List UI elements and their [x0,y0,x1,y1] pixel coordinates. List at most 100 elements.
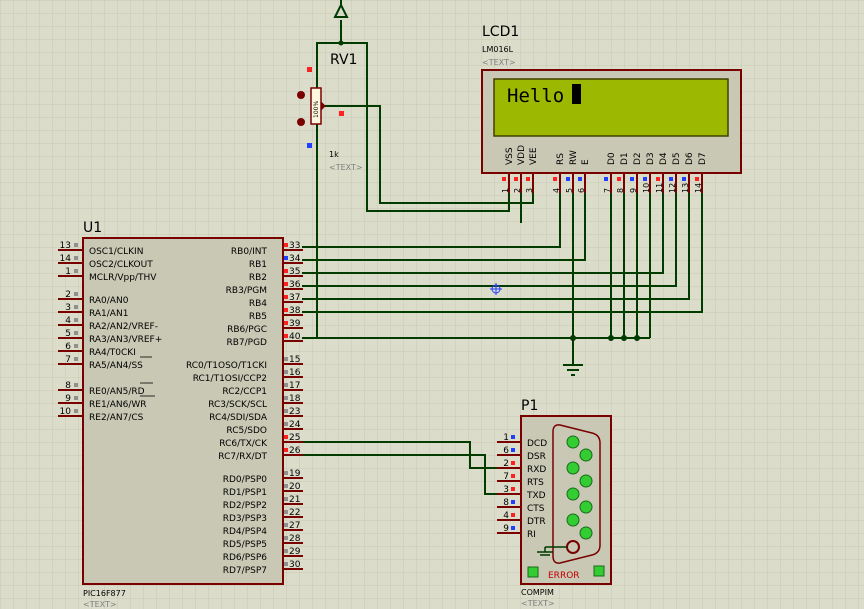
pin-marker [502,177,506,181]
lcd-pin-label: D5 [672,152,682,165]
pin-marker [284,562,288,566]
pin-marker [74,344,78,348]
pin-marker [553,177,557,181]
u1-pin-number: 30 [289,560,301,570]
rv1-potentiometer[interactable]: RV1 100% 1k <TEXT> [297,52,363,172]
lcd-pin-number: 14 [694,183,703,193]
pin-marker [284,484,288,488]
pin-marker [511,448,515,452]
rv1-dec-button[interactable] [297,91,305,99]
u1-part: PIC16F877 [83,589,126,598]
p1-compim[interactable]: P1 ERROR COMPIM <TEXT> 1DCD6DSR2RXD7RTS3… [497,398,612,608]
junctions [338,40,640,341]
ground-symbol[interactable] [563,364,583,376]
lcd-pin-d0[interactable]: D07 [603,152,617,193]
lcd-pin-rw[interactable]: RW5 [565,150,579,193]
wire-rb3-d5 [302,193,677,287]
pin-marker [284,409,288,413]
p1-pin-ri[interactable]: 9RI [497,524,536,540]
wire-rb0-rs [302,193,561,248]
lcd-pin-d2[interactable]: D29 [629,152,643,193]
pin-marker [514,177,518,181]
pin-marker [284,497,288,501]
lcd-pin-rs[interactable]: RS4 [552,153,566,193]
pin-marker [511,526,515,530]
u1-pin-label: RA2/AN2/VREF- [89,322,158,332]
lcd-pin-d1[interactable]: D18 [616,152,630,193]
u1-pin-label: RB3/PGM [226,286,267,296]
u1-pin-number: 22 [289,508,300,518]
u1-pin-number: 38 [289,306,301,316]
lcd-pin-e[interactable]: E6 [577,159,591,193]
rv1-pin-marker [307,67,312,72]
pin-marker [284,383,288,387]
u1-pin-label: RD2/PSP2 [223,501,267,511]
p1-part: COMPIM [521,588,554,597]
rv1-inc-button[interactable] [297,118,305,126]
lcd-pin-d5[interactable]: D5 12 [668,152,682,193]
pin-marker [74,383,78,387]
pin-marker [604,177,608,181]
u1-microcontroller[interactable]: U1 PIC16F877 <TEXT> 13OSC1/CLKIN14OSC2/C… [58,220,303,609]
lcd-pin-number: 12 [668,183,677,193]
pin-marker [284,396,288,400]
u1-pin-label: RE1/AN6/WR [89,400,147,410]
lcd-pin-label: D0 [607,152,617,165]
lcd1-module[interactable]: LCD1 LM016L <TEXT> Hello VSS1VDD2VEE3RS4… [481,24,742,193]
p1-pin-number: 7 [503,472,509,482]
u1-pin-label: RC3/SCK/SCL [208,400,267,410]
power-terminal[interactable] [333,0,349,18]
